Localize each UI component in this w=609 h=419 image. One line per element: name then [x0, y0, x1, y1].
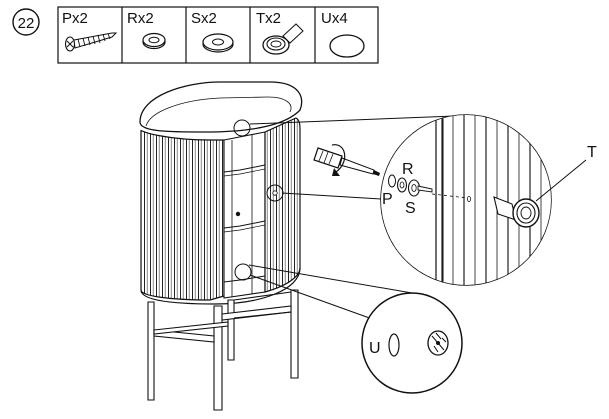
parts-panel: Px2 Rx2 Sx2 Tx2 Ux4 — [57, 6, 379, 64]
callout-label-r: R — [402, 161, 414, 178]
callout-label-s: S — [405, 200, 416, 217]
callout-label-t: T — [587, 144, 597, 161]
step-number: 22 — [18, 15, 35, 32]
screwdriver-icon — [313, 144, 380, 176]
lock-washer-icon — [142, 32, 166, 50]
part-label-p: Px2 — [62, 10, 88, 27]
cabinet-drawing — [139, 81, 303, 411]
callout-label-u: U — [369, 340, 381, 357]
detail-felt-pad: U — [361, 292, 463, 394]
callout-label-p: P — [382, 191, 393, 208]
screw-icon — [64, 32, 118, 52]
hardware-stack — [388, 174, 433, 197]
step-number-badge: 22 — [12, 8, 40, 36]
flat-washer-icon — [202, 33, 234, 53]
felt-pad-icon — [329, 34, 365, 58]
part-label-t: Tx2 — [256, 10, 281, 27]
detail-door-hinge: R P S T — [313, 114, 597, 286]
callout-leader-lines — [248, 115, 456, 321]
part-label-r: Rx2 — [127, 10, 154, 27]
part-label-u: Ux4 — [321, 10, 348, 27]
cup-washer-icon — [262, 23, 304, 55]
part-label-s: Sx2 — [191, 10, 217, 27]
